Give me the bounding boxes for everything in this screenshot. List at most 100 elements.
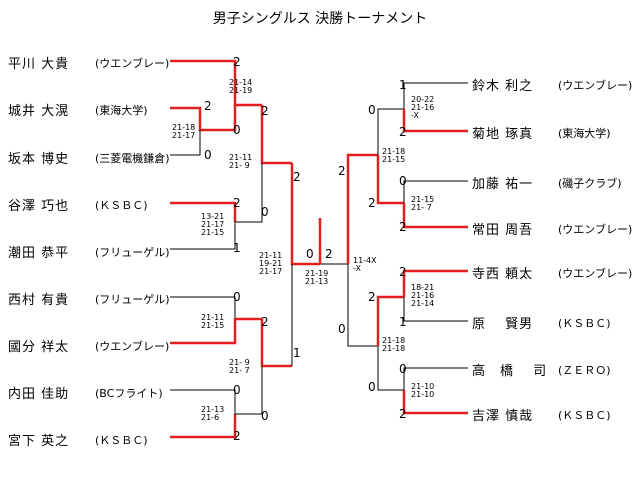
match-points: 2 [399,407,407,421]
game-score: 13-21 21-17 21-15 [201,212,225,237]
match-points: 0 [261,205,269,219]
bracket-line [170,296,236,319]
game-score: 21-14 21-19 [229,78,253,95]
match-points: 2 [233,55,241,69]
match-points: 0 [233,123,241,137]
bracket-line [170,130,201,156]
match-points: 1 [399,78,407,92]
game-score: 11-4X -X [353,256,377,273]
player-name: 平川 大貴 [8,57,70,72]
player-name: 國分 祥太 [8,340,70,355]
bracket-line [170,201,237,222]
match-points: 2 [261,104,269,118]
match-points: 2 [204,99,212,113]
match-points: 0 [399,362,407,376]
bracket-line [403,180,468,203]
right-round2-lines [376,108,404,391]
player-club: (ＫＳＢＣ) [95,199,148,212]
bracket-line [346,153,378,264]
page-title: 男子シングルス 決勝トーナメント [212,11,428,27]
match-points: 2 [261,315,269,329]
game-score: 21-18 21-15 [382,147,406,164]
match-points: 0 [399,174,407,188]
game-score: 21-11 21-15 [201,313,225,330]
player-name: 西村 有貴 [8,293,70,308]
game-score: 21-18 21-17 [172,123,196,140]
match-points: 2 [399,265,407,279]
player-club: (ウエンブレー) [558,223,633,236]
player-name: 加藤 祐一 [472,177,534,192]
player-club: (東海大学) [95,104,148,117]
player-club: (ウエンブレー) [95,340,170,353]
match-points: 0 [368,380,376,394]
game-score: 20-22 21-16 -X [411,95,435,120]
bracket-line [235,366,263,415]
bracket-line [376,155,404,205]
left-round1-lines [170,59,262,439]
player-name: 内田 佳助 [8,387,70,402]
match-points: 0 [306,247,314,261]
player-name: 原 賢男 [472,317,534,332]
player-name: 常田 周吾 [472,223,534,238]
match-points: 2 [233,196,241,210]
player-club: (BCフライト) [95,387,163,400]
player-club: (ＫＳＢＣ) [558,317,611,330]
match-points: 1 [293,346,301,360]
game-score: 21-11 21- 9 [229,153,253,170]
match-points: 2 [368,290,376,304]
player-name: 谷澤 巧也 [8,199,70,214]
match-points: 2 [233,429,241,443]
match-points: 2 [399,220,407,234]
player-club: (ＫＳＢＣ) [95,434,148,447]
bracket-line [170,317,262,345]
match-points: 0 [204,148,212,162]
bracket-line [235,163,263,223]
bracket-line [403,297,468,322]
player-club: (フリューゲル) [95,246,170,259]
player-club: (ＫＳＢＣ) [558,409,611,422]
left-round2-lines [235,105,292,415]
bracket-line [402,203,468,229]
player-name: 潮田 恭平 [8,246,70,261]
bracket-line [170,222,236,250]
bracket-line [377,346,404,391]
player-name: 吉澤 慎哉 [472,409,534,424]
match-points: 2 [368,196,376,210]
bracket-line [347,264,378,347]
player-name: 鈴木 利之 [472,79,534,94]
player-name: 宮下 英之 [8,434,70,449]
bracket-line [403,82,468,109]
match-points: 2 [293,170,301,184]
bracket-line [170,389,236,414]
right-round1-lines [402,82,468,415]
match-points: 0 [233,290,241,304]
game-score: 18-21 21-16 21-14 [411,283,435,308]
match-points: 0 [261,409,269,423]
match-points: 2 [338,164,346,178]
bracket-line [377,108,404,155]
player-club: (ウエンブレー) [558,267,633,280]
game-score: 21-10 21-10 [411,382,435,399]
match-points: 1 [399,315,407,329]
player-club: (ＺＥＲＯ) [558,364,611,377]
final-lines [318,218,348,265]
match-points: 0 [233,383,241,397]
player-name: 城井 大滉 [8,104,70,119]
match-points: 2 [399,125,407,139]
bracket-line [170,59,262,107]
right-round3-lines [346,153,378,347]
player-name: 高 橋 司 [472,364,548,379]
bracket-line [402,269,468,297]
player-name: 坂本 博史 [8,152,70,167]
match-points: 0 [368,103,376,117]
player-club: (ウエンブレー) [95,57,170,70]
player-club: (磯子クラブ) [558,177,622,190]
left-round3-lines [290,163,320,366]
player-club: (東海大学) [558,127,611,140]
player-name: 菊地 琢真 [472,127,534,142]
match-points: 2 [325,247,333,261]
match-points: 1 [233,241,241,255]
bracket-line [402,390,468,415]
bracket-line [376,295,404,346]
